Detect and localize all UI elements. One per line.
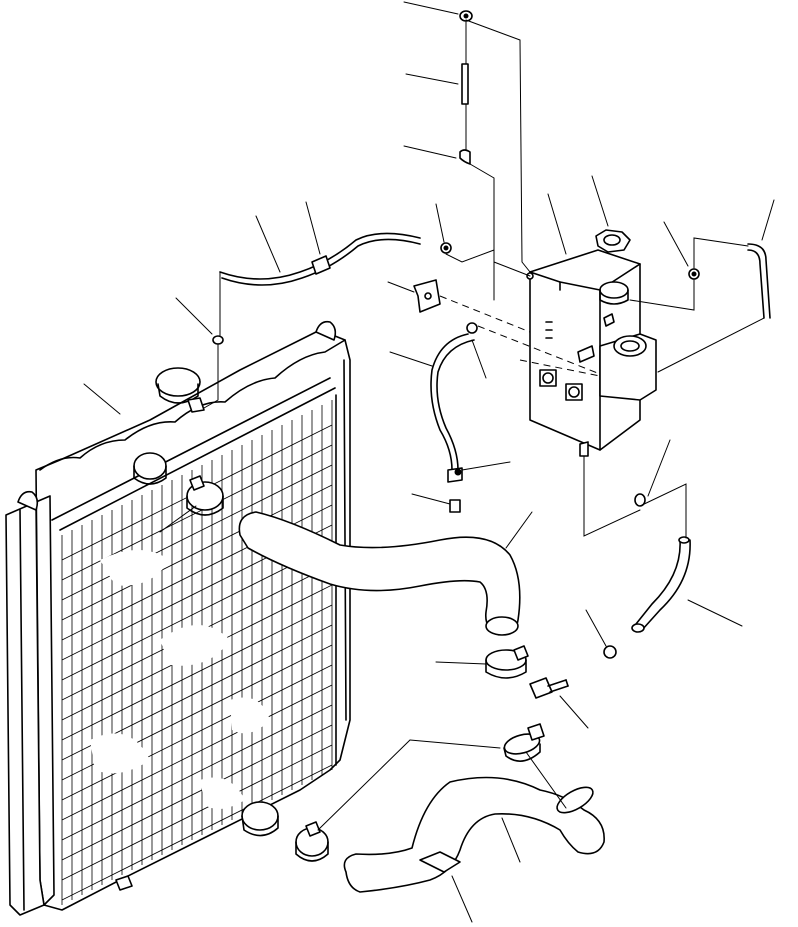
callout-leaders [83,1,775,923]
tank-cap [595,229,631,253]
overflow-tube [430,322,478,513]
routing-lines [203,19,765,831]
assembly-lines [439,295,601,377]
radiator-fins [61,400,333,905]
lower-outlet-stub [241,801,279,837]
radiator-core [5,320,351,916]
reserve-tank [529,249,657,457]
tank-bracket [413,279,441,313]
drain-tube [631,536,691,633]
lower-inlet-clamp [295,821,329,862]
radiator-cap [155,367,205,413]
upper-radiator-hose [238,511,521,636]
lower-outlet-clamp [503,723,545,762]
drain-cock [115,875,133,891]
upper-outlet-clamp [485,645,529,679]
lower-radiator-hose [343,776,605,893]
breather-line [219,232,421,286]
upper-hose-clamp [186,475,224,516]
vent-tube [747,243,771,319]
upper-inlet-stub [133,452,167,485]
fitting-bolt [529,677,569,699]
